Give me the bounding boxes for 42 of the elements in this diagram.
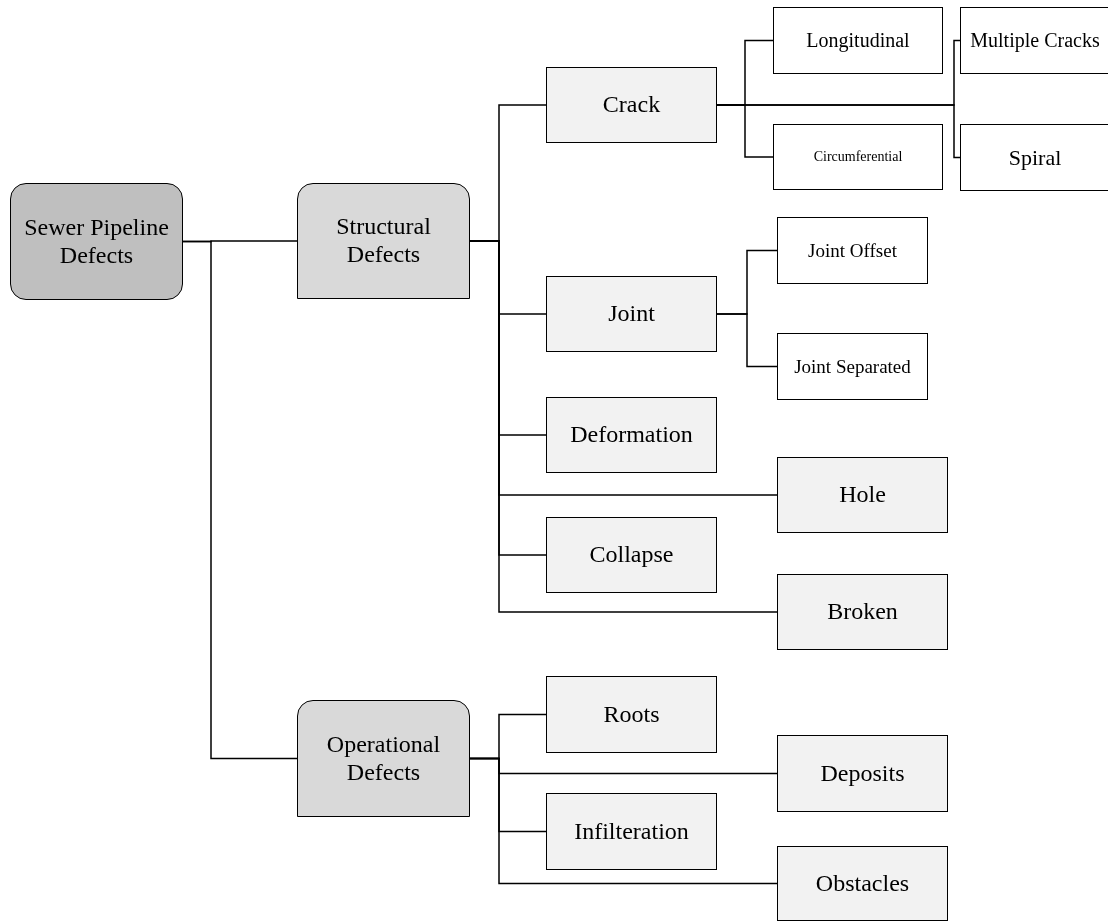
rounded-box [10, 183, 183, 300]
process-box [773, 124, 943, 190]
process-box [546, 276, 717, 352]
process-box [777, 574, 948, 650]
process-box [960, 7, 1108, 74]
process-box [777, 735, 948, 812]
process-box [546, 67, 717, 143]
node-label: Multiple Cracks [970, 29, 1100, 52]
node-label: Crack [602, 91, 661, 119]
process-box [546, 517, 717, 593]
connector-line [469, 757, 778, 885]
rounded-box [297, 183, 470, 299]
node-label: Infilteration [574, 817, 689, 846]
node-label: Collapse [589, 541, 674, 569]
process-box [777, 457, 948, 533]
node-label: Deformation [570, 421, 693, 449]
process-box [960, 124, 1108, 191]
node-label: Circumferential [813, 148, 903, 166]
node-label: Structural Defects [335, 213, 432, 269]
node-label: Roots [603, 700, 660, 729]
process-box [777, 333, 928, 400]
node-label: Hole [839, 481, 886, 509]
process-box [773, 7, 943, 74]
node-label: Longitudinal [806, 29, 910, 52]
node-label: Joint Separated [794, 355, 911, 378]
connector-line [182, 240, 298, 760]
connector-line [716, 104, 961, 159]
node-label: Joint Offset [808, 239, 897, 262]
node-label: Broken [827, 598, 898, 626]
process-box [777, 846, 948, 921]
node-label: Obstacles [815, 869, 910, 898]
node-label: Spiral [1008, 144, 1062, 171]
node-label: Sewer Pipeline Defects [23, 213, 170, 270]
process-box [546, 793, 717, 870]
process-box [546, 397, 717, 473]
node-label: Deposits [820, 759, 905, 788]
connector-line [716, 313, 778, 368]
node-label: Joint [608, 300, 655, 328]
process-box [777, 217, 928, 284]
process-box [546, 676, 717, 753]
rounded-box [297, 700, 470, 817]
node-label: Operational Defects [325, 730, 442, 787]
